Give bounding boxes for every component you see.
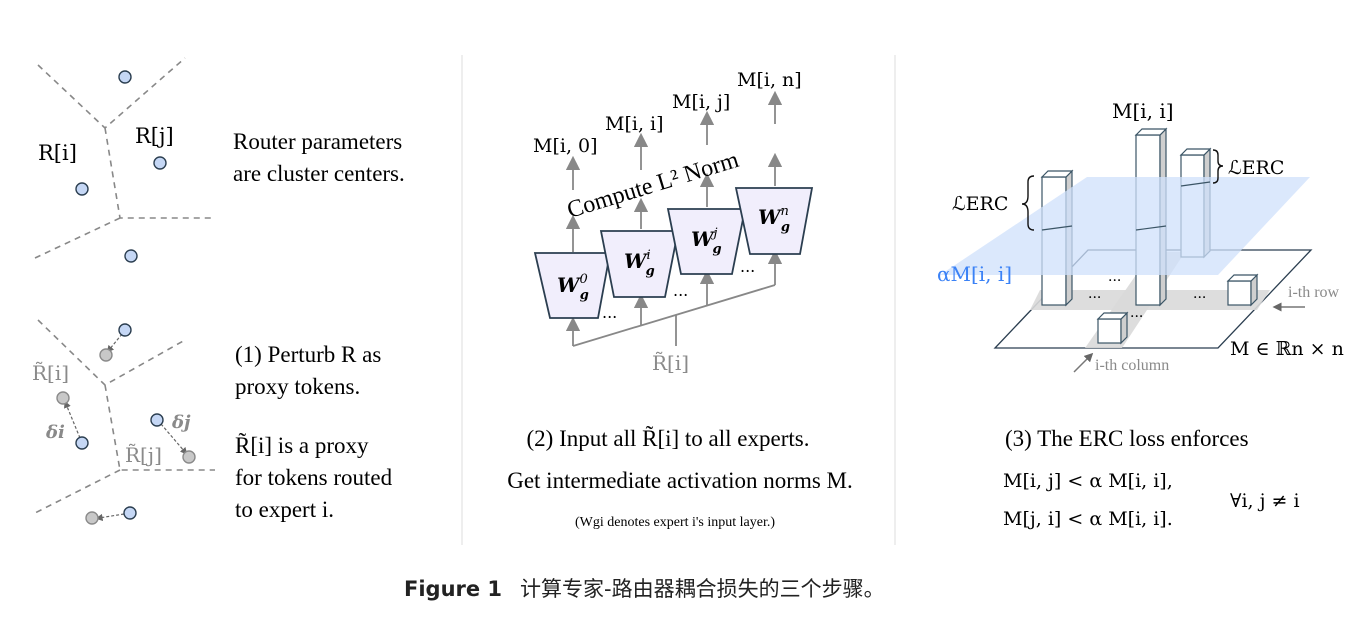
output-m-i-n: M[i, n] bbox=[737, 69, 802, 91]
cluster-center-point bbox=[153, 156, 167, 170]
svg-text:Wng: Wng bbox=[758, 204, 790, 235]
svg-text:Wjg: Wjg bbox=[691, 226, 722, 257]
caption-3-line1: (3) The ERC loss enforces bbox=[1005, 426, 1249, 451]
ellipsis: ... bbox=[602, 303, 617, 322]
output-arrows bbox=[565, 90, 783, 252]
loss-brace-right bbox=[1212, 149, 1224, 184]
cluster-center-point bbox=[123, 506, 137, 520]
panel-3: ··· ··· ··· ··· ℒERC ℒERC M[i, i] αM[i, … bbox=[937, 99, 1344, 530]
cluster-center-point bbox=[150, 413, 164, 427]
loss-erc-left: ℒERC bbox=[952, 193, 1008, 215]
row-label: i-th row bbox=[1288, 284, 1340, 301]
svg-text:Wig: Wig bbox=[624, 248, 655, 279]
small-bar-column bbox=[1096, 311, 1129, 345]
voronoi-boundaries bbox=[34, 57, 215, 259]
perturb-text-line2: proxy tokens. bbox=[235, 374, 360, 399]
caption-2-line2: Get intermediate activation norms M. bbox=[507, 468, 853, 493]
caption-2-line1: (2) Input all R̃[i] to all experts. bbox=[527, 424, 810, 451]
alpha-threshold-plane bbox=[940, 177, 1310, 275]
output-m-i-j: M[i, j] bbox=[672, 91, 730, 113]
ellipsis: ··· bbox=[1193, 290, 1206, 306]
figure-caption-text: 计算专家-路由器耦合损失的三个步骤。 bbox=[520, 577, 885, 601]
small-bar-row bbox=[1226, 273, 1259, 307]
ineq-2: M[j, i] < α M[i, i]. bbox=[1003, 508, 1173, 530]
ellipsis: ··· bbox=[1130, 309, 1143, 325]
label-m-i-i: M[i, i] bbox=[1112, 99, 1174, 123]
router-text-line2: are cluster centers. bbox=[233, 161, 405, 186]
output-m-i-i: M[i, i] bbox=[605, 113, 664, 135]
cluster-center-point bbox=[118, 70, 132, 84]
cluster-center-point bbox=[124, 249, 138, 263]
proxy-token-point bbox=[99, 348, 113, 362]
cluster-center-point bbox=[75, 182, 89, 196]
label-r-tilde-j: R̃[j] bbox=[125, 443, 162, 467]
cluster-center-point bbox=[75, 436, 89, 450]
figure-label: Figure 1 bbox=[404, 577, 502, 601]
label-delta-j: δj bbox=[171, 412, 191, 433]
matrix-label: M ∈ ℝn × n bbox=[1230, 338, 1344, 360]
proxy-text-line1: R̃[i] is a proxy bbox=[235, 431, 369, 458]
caption-2-note: (Wgi denotes expert i's input layer.) bbox=[575, 515, 775, 530]
panel-1-bottom: R̃[i] R̃[j] δi δj (1) Perturb R as proxy… bbox=[32, 319, 393, 525]
ellipsis: ... bbox=[740, 257, 755, 276]
router-text-line1: Router parameters bbox=[233, 129, 402, 154]
proxy-token-point bbox=[182, 450, 196, 464]
label-r-i: R[i] bbox=[38, 141, 77, 165]
loss-erc-right: ℒERC bbox=[1228, 157, 1284, 179]
loss-brace-left bbox=[1021, 175, 1035, 231]
alpha-m-i-i-label: αM[i, i] bbox=[937, 262, 1012, 286]
ellipsis: ... bbox=[673, 281, 688, 300]
ellipsis: ··· bbox=[1108, 273, 1121, 289]
forall-condition: ∀i, j ≠ i bbox=[1230, 490, 1300, 512]
ellipsis: ··· bbox=[1088, 290, 1101, 306]
cluster-center-point bbox=[118, 323, 132, 337]
label-delta-i: δi bbox=[45, 422, 65, 443]
proxy-text-line3: to expert i. bbox=[235, 497, 334, 522]
proxy-token-point bbox=[56, 391, 70, 405]
perturb-text-line1: (1) Perturb R as bbox=[235, 342, 381, 367]
proxy-text-line2: for tokens routed bbox=[235, 465, 393, 490]
svg-text:W0g: W0g bbox=[557, 272, 589, 303]
proxy-token-point bbox=[85, 511, 99, 525]
input-routing-lines bbox=[565, 249, 783, 347]
output-m-i-0: M[i, 0] bbox=[533, 135, 598, 157]
column-label: i-th column bbox=[1095, 357, 1169, 374]
perturbation-arrows bbox=[64, 333, 188, 521]
input-r-tilde-i: R̃[i] bbox=[652, 351, 689, 375]
column-arrow bbox=[1073, 352, 1094, 373]
ineq-1: M[i, j] < α M[i, i], bbox=[1003, 470, 1173, 492]
voronoi-boundaries bbox=[34, 319, 215, 514]
panel-1-top: R[i] R[j] Router parameters are cluster … bbox=[34, 57, 405, 263]
label-r-j: R[j] bbox=[135, 124, 174, 148]
label-r-tilde-i: R̃[i] bbox=[32, 361, 69, 385]
